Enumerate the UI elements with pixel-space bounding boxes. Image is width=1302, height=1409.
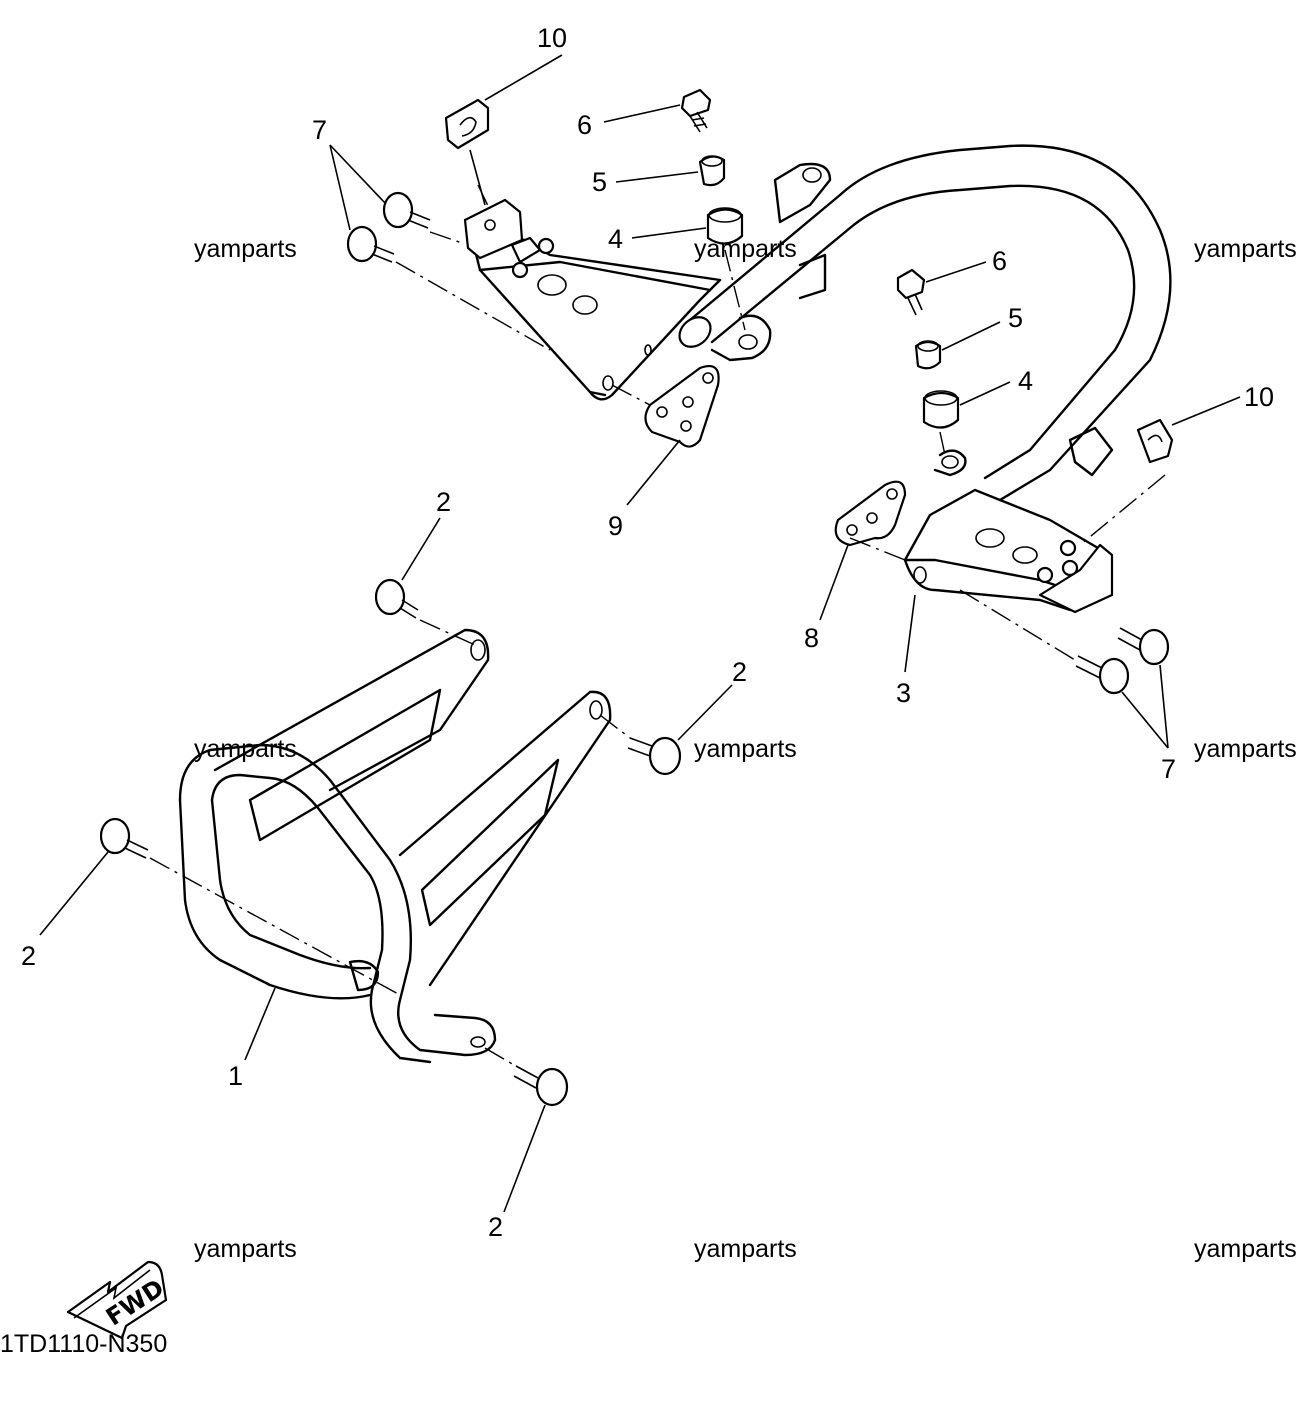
bolt-2-b <box>627 736 682 776</box>
assembly-line <box>611 384 651 406</box>
bolt-7-b <box>346 225 395 263</box>
rear-guard-tube <box>678 144 1172 502</box>
assembly-line <box>849 537 906 561</box>
leader-line <box>925 261 987 283</box>
watermark-text: yamparts <box>1194 235 1297 263</box>
assembly-line <box>724 249 746 331</box>
bolt-7-a <box>382 191 431 229</box>
leader-line <box>484 54 563 101</box>
leader-line <box>904 594 916 673</box>
upper-left-bracket <box>463 198 772 401</box>
collar-5-right <box>914 340 942 370</box>
callout-8: 8 <box>804 623 819 653</box>
callout-1: 1 <box>228 1061 243 1091</box>
assembly-line <box>395 261 551 351</box>
leader-line <box>626 439 681 506</box>
clip-10-left <box>444 98 490 150</box>
callout-2: 2 <box>732 657 747 687</box>
assembly-line <box>959 589 1076 661</box>
assembly-line <box>149 857 401 996</box>
callout-2: 2 <box>488 1212 503 1242</box>
bolt-6-upper <box>680 88 712 133</box>
leader-line <box>1171 396 1241 426</box>
assembly-line <box>939 431 946 456</box>
leader-line <box>615 171 699 183</box>
watermark-text: yamparts <box>194 1235 297 1263</box>
diagram-code: 1TD1110-N350 <box>0 1330 167 1358</box>
leader-line <box>503 1104 546 1213</box>
bolt-2-c <box>99 817 149 859</box>
leader-line <box>631 227 707 239</box>
leader-line <box>677 684 733 741</box>
callout-4: 4 <box>608 224 623 254</box>
bolt-2-d <box>513 1065 569 1107</box>
callout-7: 7 <box>1161 754 1176 784</box>
callout-2: 2 <box>436 487 451 517</box>
callout-10: 10 <box>537 23 567 53</box>
clip-10-right <box>1136 418 1174 464</box>
leader-line <box>469 149 486 206</box>
forward-direction-arrow: FWD <box>66 1260 169 1340</box>
assembly-line <box>419 619 476 646</box>
bolt-2-a <box>374 578 419 619</box>
leader-line <box>329 144 351 231</box>
assembly-line <box>599 714 631 739</box>
watermark-text: yamparts <box>1194 735 1297 763</box>
callout-3: 3 <box>896 678 911 708</box>
callout-10: 10 <box>1244 382 1274 412</box>
leader-line <box>244 987 276 1061</box>
collar-5-upper <box>698 155 726 187</box>
callout-6: 6 <box>992 246 1007 276</box>
callout-4: 4 <box>1018 366 1033 396</box>
assembly-line <box>484 1047 515 1066</box>
assembly-line <box>429 231 466 245</box>
watermark-text: yamparts <box>694 1235 797 1263</box>
callout-5: 5 <box>592 167 607 197</box>
callout-5: 5 <box>1008 303 1023 333</box>
leader-line <box>941 321 1001 351</box>
bolt-6-right <box>896 268 926 316</box>
plate-8 <box>834 480 907 547</box>
leader-line <box>39 851 109 936</box>
assembly-line <box>1079 474 1166 546</box>
plate-9 <box>644 364 720 448</box>
callout-6: 6 <box>577 110 592 140</box>
watermark-text: yamparts <box>194 235 297 263</box>
front-guard-1 <box>178 628 612 1064</box>
leader-line <box>329 144 387 205</box>
grommet-4-right <box>922 390 960 429</box>
leader-line <box>1121 691 1169 749</box>
leader-line <box>1159 664 1169 749</box>
watermark-text: yamparts <box>694 735 797 763</box>
callout-2: 2 <box>21 941 36 971</box>
callout-7: 7 <box>312 115 327 145</box>
leader-line <box>401 517 441 581</box>
leader-line <box>603 104 681 123</box>
watermark-text: yamparts <box>1194 1235 1297 1263</box>
bracket-3 <box>903 449 1114 614</box>
callout-9: 9 <box>608 511 623 541</box>
grommet-4-upper <box>706 207 744 245</box>
bolt-7-d <box>1075 655 1130 695</box>
bolt-7-c <box>1117 627 1170 666</box>
leader-line <box>959 381 1011 406</box>
leader-line <box>819 544 849 621</box>
